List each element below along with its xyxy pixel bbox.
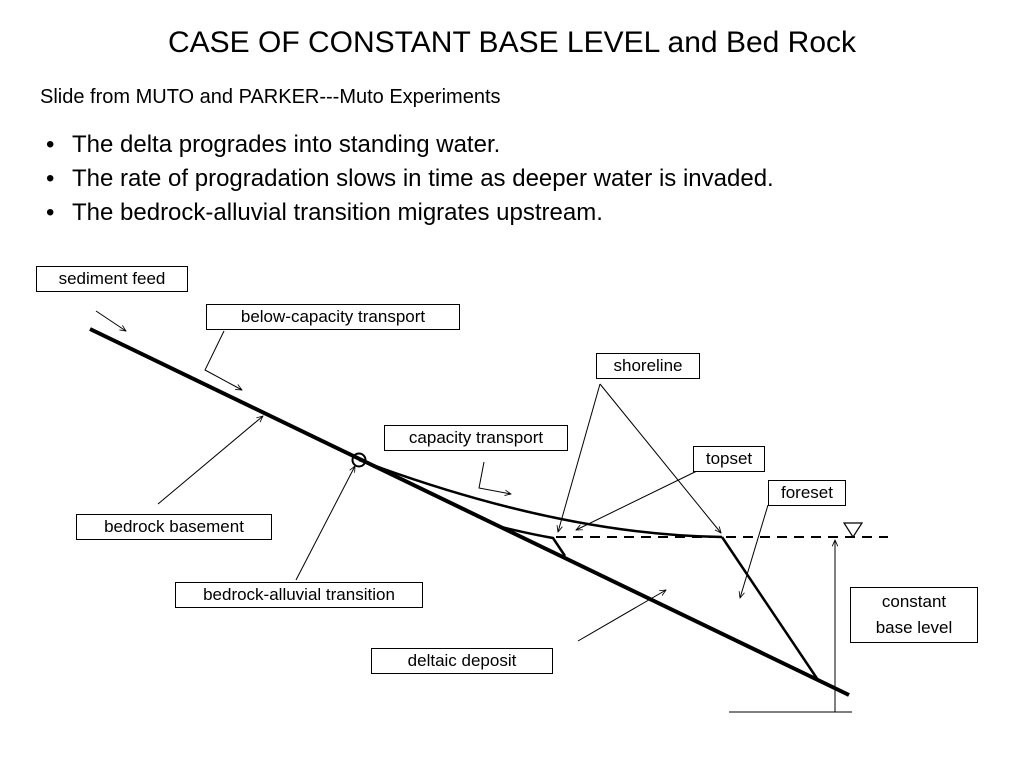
foreset-leader xyxy=(740,504,769,598)
constant-base-level-line2: base level xyxy=(875,618,953,637)
constant-base-level-line1: constant xyxy=(881,592,947,611)
deltaic-deposit-leader xyxy=(577,590,666,642)
slide-subtitle: Slide from MUTO and PARKER---Muto Experi… xyxy=(40,86,501,108)
topset-leader xyxy=(576,468,702,530)
capacity-transport-label: capacity transport xyxy=(384,425,568,451)
alluvial-profile-curve xyxy=(358,458,723,539)
earlier-delta-profile xyxy=(496,524,567,557)
transition-leader xyxy=(295,466,355,581)
bullet-marker: • xyxy=(46,199,55,226)
bullet-text: The delta progrades into standing water. xyxy=(72,131,501,158)
bedrock-basement-line xyxy=(89,327,850,697)
bullet-marker: • xyxy=(46,165,55,192)
bullet-item: • The rate of progradation slows in time … xyxy=(46,162,774,196)
bedrock-alluvial-transition-label: bedrock-alluvial transition xyxy=(175,582,423,608)
bullet-text: The bedrock-alluvial transition migrates… xyxy=(72,199,603,226)
bullet-list: • The delta progrades into standing water… xyxy=(46,128,774,230)
shoreline-label: shoreline xyxy=(596,353,700,379)
shoreline-leader-new xyxy=(599,383,721,533)
foreset-label: foreset xyxy=(768,480,846,506)
bedrock-basement-label: bedrock basement xyxy=(76,514,272,540)
foreset-line xyxy=(720,536,820,681)
bullet-item: • The bedrock-alluvial transition migrate… xyxy=(46,196,774,230)
capacity-transport-leader xyxy=(478,461,511,494)
below-capacity-leader xyxy=(204,330,242,390)
sediment-feed-arrow xyxy=(95,310,126,331)
bullet-marker: • xyxy=(46,131,55,158)
below-capacity-transport-label: below-capacity transport xyxy=(206,304,460,330)
deltaic-deposit-label: deltaic deposit xyxy=(371,648,553,674)
shoreline-leader-old xyxy=(558,383,601,532)
sediment-feed-label: sediment feed xyxy=(36,266,188,292)
transition-point-circle xyxy=(351,452,367,468)
slide-title: CASE OF CONSTANT BASE LEVEL and Bed Rock xyxy=(167,26,857,59)
water-level-triangle-icon xyxy=(842,522,864,539)
bedrock-basement-leader xyxy=(157,416,263,505)
topset-label: topset xyxy=(693,446,765,472)
bullet-item: • The delta progrades into standing water… xyxy=(46,128,774,162)
bullet-text: The rate of progradation slows in time a… xyxy=(72,165,774,192)
constant-base-level-label: constant base level xyxy=(850,587,978,643)
